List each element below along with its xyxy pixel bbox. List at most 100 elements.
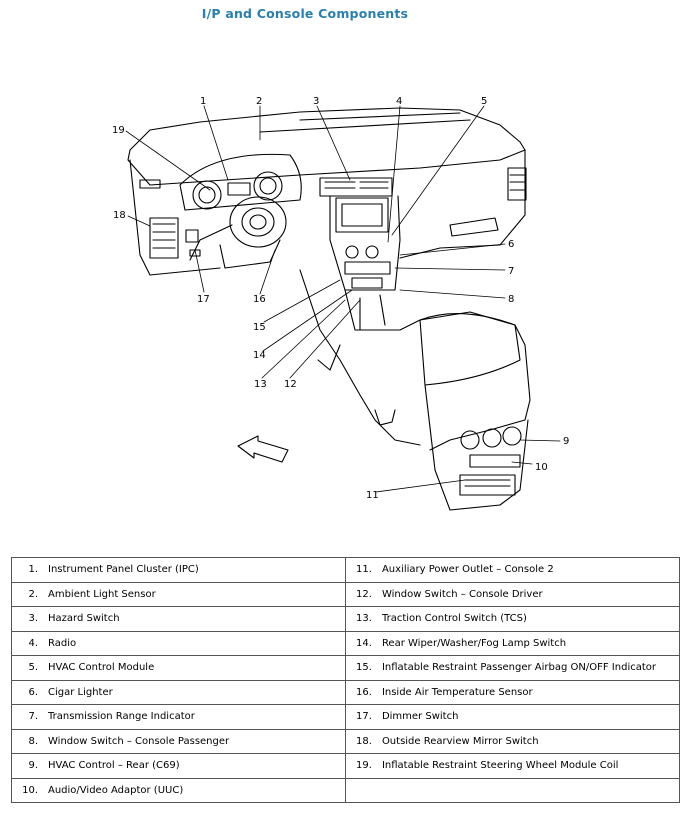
legend-label: Rear Wiper/Washer/Fog Lamp Switch bbox=[381, 637, 567, 649]
callout-12: 12 bbox=[284, 379, 297, 390]
page-title: I/P and Console Components bbox=[201, 6, 409, 21]
console-armrest bbox=[419, 313, 521, 386]
legend-cell: 10. Audio/Video Adaptor (UUC) bbox=[11, 777, 346, 803]
dash-defrost bbox=[259, 119, 471, 133]
legend-number: 5. bbox=[28, 662, 38, 674]
callout-15: 15 bbox=[253, 322, 266, 333]
left-vent bbox=[149, 217, 179, 259]
legend-number: 11. bbox=[356, 564, 372, 576]
legend-cell: 4. Radio bbox=[11, 630, 346, 656]
legend-label: Audio/Video Adaptor (UUC) bbox=[48, 784, 184, 796]
callout-9: 9 bbox=[563, 436, 569, 447]
legend-row: 4. Radio 14. Rear Wiper/Washer/Fog Lamp Swi… bbox=[11, 630, 681, 656]
legend-number: 9. bbox=[28, 760, 38, 772]
legend-label: Ambient Light Sensor bbox=[48, 588, 156, 600]
legend-number: 18. bbox=[356, 735, 372, 747]
legend-number: 19. bbox=[356, 760, 372, 772]
legend-row: 5. HVAC Control Module 15. Inflatable Restr… bbox=[11, 655, 681, 681]
callout-6: 6 bbox=[508, 239, 514, 250]
legend-number: 7. bbox=[28, 711, 38, 723]
gauge-left bbox=[192, 180, 222, 210]
legend-cell: 16. Inside Air Temperature Sensor bbox=[344, 679, 681, 705]
legend-number: 1. bbox=[28, 564, 38, 576]
legend-cell: 2. Ambient Light Sensor bbox=[11, 581, 346, 607]
legend-number: 14. bbox=[356, 637, 372, 649]
dash-right-side bbox=[399, 149, 526, 259]
legend-cell: 7. Transmission Range Indicator bbox=[11, 704, 346, 730]
callout-14: 14 bbox=[253, 350, 266, 361]
legend-cell: 17. Dimmer Switch bbox=[344, 704, 681, 730]
radio-display bbox=[335, 197, 389, 233]
legend-label: Auxiliary Power Outlet – Console 2 bbox=[381, 564, 554, 576]
legend-label: Instrument Panel Cluster (IPC) bbox=[48, 564, 199, 576]
legend-label: Inflatable Restraint Steering Wheel Modu… bbox=[381, 760, 619, 772]
callout-4: 4 bbox=[396, 96, 402, 107]
center-console bbox=[344, 289, 531, 451]
legend-cell: 6. Cigar Lighter bbox=[11, 679, 346, 705]
floor-tunnel bbox=[299, 269, 421, 446]
legend-number: 13. bbox=[356, 613, 372, 625]
legend-label: Hazard Switch bbox=[48, 613, 120, 625]
legend-row: 7. Transmission Range Indicator 17. Dimmer … bbox=[11, 704, 681, 730]
legend-label: Window Switch – Console Driver bbox=[381, 588, 543, 600]
legend-number: 2. bbox=[28, 588, 38, 600]
center-stack bbox=[329, 195, 401, 291]
legend-cell: 19. Inflatable Restraint Steering Wheel M… bbox=[344, 753, 681, 779]
legend-cell: 13. Traction Control Switch (TCS) bbox=[344, 606, 681, 632]
legend-label: Window Switch – Console Passenger bbox=[48, 735, 230, 747]
legend-cell: 14. Rear Wiper/Washer/Fog Lamp Switch bbox=[344, 630, 681, 656]
legend-label: Dimmer Switch bbox=[381, 711, 459, 723]
legend-number: 15. bbox=[356, 662, 372, 674]
legend-number: 6. bbox=[28, 686, 38, 698]
legend-row: 2. Ambient Light Sensor 12.Window Switch –… bbox=[11, 581, 681, 607]
callout-1: 1 bbox=[200, 96, 206, 107]
callout-labels: 1 2 3 4 5 6 7 8 9 10 11 12 13 14 15 16 1… bbox=[112, 96, 569, 501]
legend-label: Radio bbox=[48, 637, 77, 649]
legend-number: 17. bbox=[356, 711, 372, 723]
legend-cell: 12.Window Switch – Console Driver bbox=[344, 581, 681, 607]
legend-cell: 5. HVAC Control Module bbox=[11, 655, 346, 681]
legend-row: 1. Instrument Panel Cluster (IPC) 11. Auxil… bbox=[11, 557, 681, 583]
legend-number: 4. bbox=[28, 637, 38, 649]
right-vent bbox=[507, 167, 527, 201]
legend-number: 10. bbox=[22, 784, 38, 796]
callout-3: 3 bbox=[313, 96, 319, 107]
dash-top-edge bbox=[129, 107, 521, 151]
legend-label: Inflatable Restraint Passenger Airbag ON… bbox=[381, 662, 656, 674]
dash-left-side bbox=[129, 159, 221, 276]
leader-lines bbox=[125, 105, 561, 493]
center-vents bbox=[319, 177, 393, 197]
callout-13: 13 bbox=[254, 379, 267, 390]
legend-table: 1. Instrument Panel Cluster (IPC) 11. Auxil… bbox=[11, 557, 681, 803]
component-diagram: 1 2 3 4 5 6 7 8 9 10 11 12 13 14 15 16 1… bbox=[112, 96, 569, 511]
legend-label: HVAC Control Module bbox=[48, 662, 155, 674]
steering-wheel bbox=[229, 196, 287, 248]
legend-cell: 18. Outside Rearview Mirror Switch bbox=[344, 728, 681, 754]
legend-cell: 1. Instrument Panel Cluster (IPC) bbox=[11, 557, 346, 583]
legend-label: Inside Air Temperature Sensor bbox=[381, 686, 533, 698]
callout-18: 18 bbox=[113, 210, 126, 221]
legend-label: Cigar Lighter bbox=[48, 686, 113, 698]
legend-label: Outside Rearview Mirror Switch bbox=[381, 735, 539, 747]
legend-label: Traction Control Switch (TCS) bbox=[381, 613, 527, 625]
legend-cell: 8. Window Switch – Console Passenger bbox=[11, 728, 346, 754]
legend-row: 10. Audio/Video Adaptor (UUC) bbox=[11, 777, 681, 803]
callout-17: 17 bbox=[197, 294, 210, 305]
callout-11: 11 bbox=[366, 490, 379, 501]
callout-8: 8 bbox=[508, 294, 514, 305]
legend-label: HVAC Control – Rear (C69) bbox=[48, 760, 180, 772]
callout-7: 7 bbox=[508, 266, 514, 277]
legend-cell: 9. HVAC Control – Rear (C69) bbox=[11, 753, 346, 779]
callout-5: 5 bbox=[481, 96, 487, 107]
legend-cell bbox=[344, 777, 681, 803]
legend-number: 8. bbox=[28, 735, 38, 747]
callout-2: 2 bbox=[256, 96, 262, 107]
front-arrow bbox=[237, 435, 289, 463]
dash-lower-edge bbox=[127, 141, 526, 186]
legend-row: 9. HVAC Control – Rear (C69) 19. Inflatable… bbox=[11, 753, 681, 779]
legend-number: 16. bbox=[356, 686, 372, 698]
callout-10: 10 bbox=[535, 462, 548, 473]
legend-label: Transmission Range Indicator bbox=[48, 711, 195, 723]
callout-16: 16 bbox=[253, 294, 266, 305]
legend-row: 6. Cigar Lighter 16. Inside Air Temperature… bbox=[11, 679, 681, 705]
